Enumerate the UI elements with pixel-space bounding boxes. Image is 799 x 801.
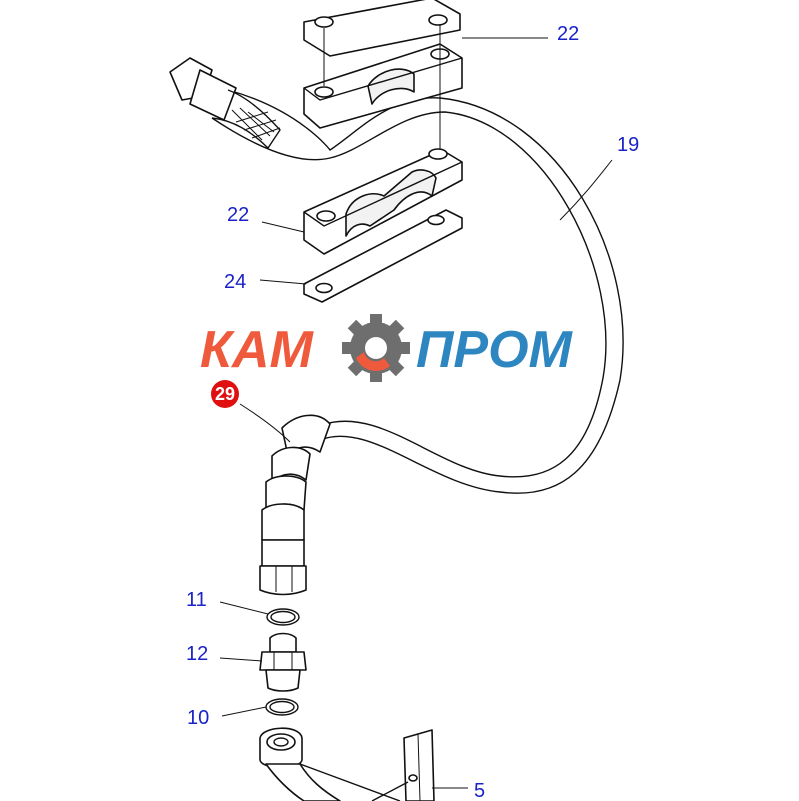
leader-12 xyxy=(219,657,263,662)
callout-11: 11 xyxy=(186,589,207,611)
hose-19 xyxy=(169,57,624,494)
callout-19: 19 xyxy=(617,134,639,156)
elbow-fitting xyxy=(259,727,401,801)
gear-icon xyxy=(342,314,410,382)
watermark-text-right: ПРОМ xyxy=(416,321,574,379)
bracket-5 xyxy=(371,729,435,801)
plate-24 xyxy=(303,209,463,303)
callout-5: 5 xyxy=(474,780,485,801)
clamp-22-top-plate xyxy=(303,0,461,57)
adapter-12 xyxy=(259,632,307,692)
callout-12: 12 xyxy=(186,643,208,665)
o-ring-10 xyxy=(265,698,299,716)
leader-11 xyxy=(219,601,269,615)
clamp-22-lower xyxy=(303,148,463,255)
watermark-logo: КАМ ПРОМ xyxy=(200,314,574,382)
callout-22-top: 22 xyxy=(557,23,579,45)
callout-29: 29 xyxy=(215,384,235,404)
leader-24 xyxy=(259,279,307,285)
watermark-text-left: КАМ xyxy=(200,321,315,379)
leader-29 xyxy=(239,403,291,443)
leader-19 xyxy=(559,159,613,221)
hose-19-top-fitting xyxy=(169,57,281,150)
callout-10: 10 xyxy=(187,707,209,729)
callout-29-badge: 29 xyxy=(211,380,239,408)
hose-29-fitting xyxy=(259,414,331,596)
leader-10 xyxy=(221,706,267,717)
leader-22-mid xyxy=(261,221,305,233)
o-ring-11 xyxy=(266,608,300,626)
callout-22-mid: 22 xyxy=(227,204,249,226)
callout-24: 24 xyxy=(224,271,246,293)
red-badge-icon xyxy=(211,380,239,408)
clamp-22-upper xyxy=(303,43,463,129)
